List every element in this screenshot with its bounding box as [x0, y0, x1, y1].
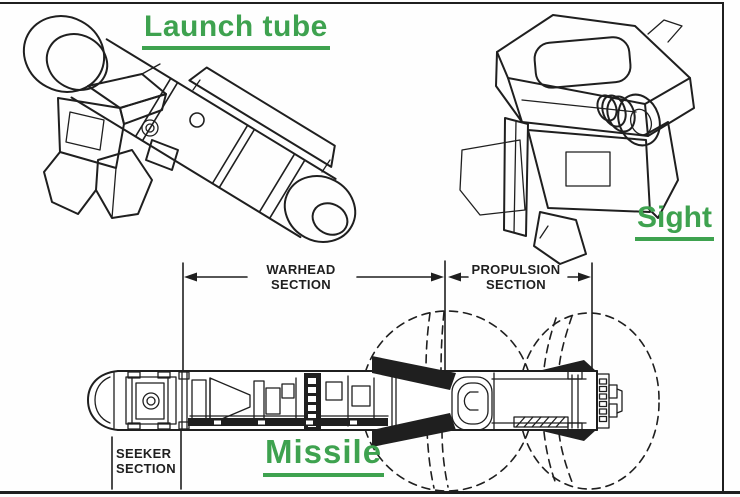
- seeker-section-label: SEEKER SECTION: [116, 446, 180, 476]
- sight-grip: [533, 211, 587, 265]
- warhead-section-label-line2: SECTION: [271, 276, 331, 292]
- launch-tube-grip-assembly: [43, 63, 179, 219]
- sight-lens-assembly: [596, 93, 661, 147]
- warhead-section-label-line1: WARHEAD: [266, 262, 336, 277]
- seeker-section-label-line1: SEEKER: [116, 446, 172, 461]
- launch-tube-carry-handle: [188, 66, 336, 173]
- propulsion-section-label-line1: PROPULSION: [471, 262, 561, 277]
- sight-top-hood: [495, 14, 695, 137]
- launch-tube-label: Launch tube: [142, 10, 330, 50]
- tail-fins: [538, 360, 596, 441]
- launch-tube-drawing: [22, 15, 357, 243]
- sight-body: [459, 117, 679, 237]
- sight-label: Sight: [635, 201, 714, 241]
- frame-border-bottom: [0, 491, 740, 494]
- seeker-section-internals: [94, 371, 190, 430]
- umbilical-rail: [188, 418, 388, 426]
- mid-body-wings: [372, 356, 456, 447]
- dimension-lines: [111, 260, 593, 490]
- warhead-section-label: WARHEAD SECTION: [246, 262, 356, 292]
- sight-drawing: [459, 14, 695, 265]
- missile-label: Missile: [263, 433, 385, 477]
- propulsion-section-label: PROPULSION SECTION: [462, 262, 570, 292]
- seeker-section-label-line2: SECTION: [116, 460, 176, 476]
- tail-nozzle: [596, 373, 623, 429]
- frame-border-top: [0, 2, 724, 4]
- launch-tube-front-cap: [283, 175, 357, 243]
- propulsion-section-label-line2: SECTION: [486, 276, 546, 292]
- launch-tube-body: [70, 38, 337, 239]
- launch-tube-rear-cap: [22, 15, 109, 93]
- frame-border-right: [722, 2, 724, 493]
- missile-body: [87, 370, 598, 431]
- missile-drawing: [87, 310, 660, 492]
